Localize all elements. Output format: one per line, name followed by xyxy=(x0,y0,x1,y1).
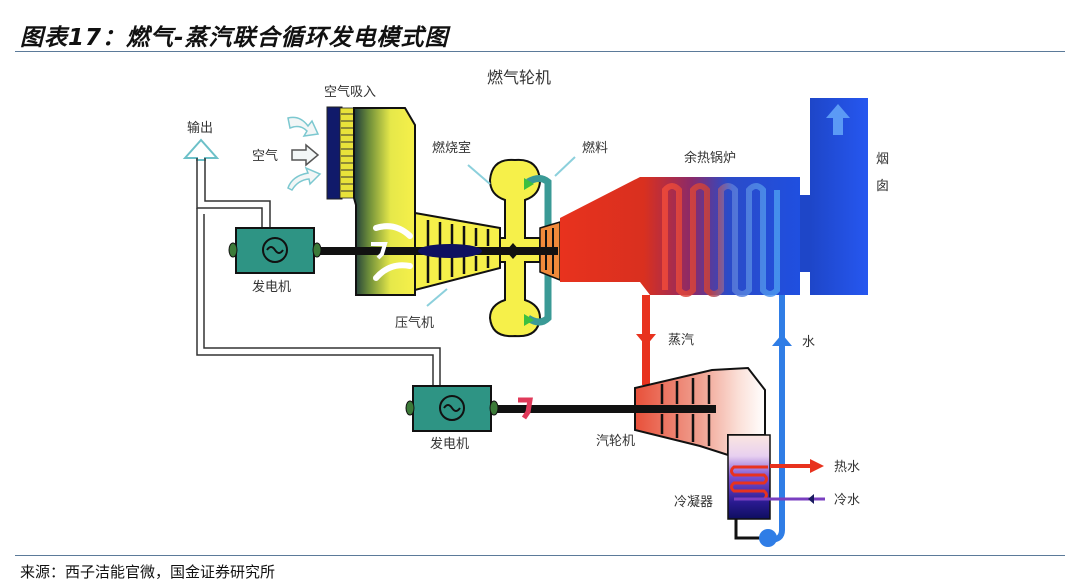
feed-pump xyxy=(759,529,777,547)
air-arrow-icon xyxy=(287,116,320,137)
exhaust-up-arrow-icon xyxy=(826,104,850,135)
rotation-arrow-icon xyxy=(518,397,533,420)
water-label: 水 xyxy=(802,335,815,350)
ac-symbol-icon xyxy=(262,237,288,263)
airflow-arrows xyxy=(373,223,413,281)
figure-source: 来源：西子洁能官微，国金证券研究所 xyxy=(20,563,276,581)
steam-turbine-blades xyxy=(660,375,711,446)
steam-turbine-shaft xyxy=(494,405,716,413)
cold-water-label: 冷水 xyxy=(834,493,860,508)
gas-turbine-heading: 燃气轮机 xyxy=(487,68,551,87)
compressor-label: 压气机 xyxy=(395,315,434,331)
output-label: 输出 xyxy=(187,120,213,136)
compressor-blades xyxy=(426,220,490,283)
waste-heat-boiler-label: 余热锅炉 xyxy=(684,150,736,166)
condenser-coil xyxy=(730,465,768,501)
power-output-wiring xyxy=(182,138,441,386)
title-divider xyxy=(15,51,1065,52)
fuel-pointer-icon xyxy=(554,156,576,177)
combustor-pointer-icon xyxy=(467,164,491,185)
steam-label: 蒸汽 xyxy=(668,333,694,348)
rotation-arrow-icon xyxy=(371,242,388,260)
air-arrow-icon xyxy=(287,166,322,191)
ac-symbol-icon xyxy=(439,395,465,421)
generator-top xyxy=(235,227,315,274)
chimney-label-1: 烟 xyxy=(876,152,889,167)
source-divider xyxy=(15,555,1065,556)
chimney-label-2: 囱 xyxy=(876,179,889,194)
output-arrow-icon xyxy=(182,138,220,161)
condenser xyxy=(727,434,771,520)
generator-top-label: 发电机 xyxy=(252,279,291,295)
compressor-hub xyxy=(418,244,482,258)
shaft-coupling xyxy=(506,243,520,259)
air-intake-label: 空气吸入 xyxy=(324,84,376,100)
air-arrow-icon xyxy=(291,143,320,167)
compressor-pointer-icon xyxy=(426,288,448,307)
air-inflow-arrows xyxy=(287,116,322,191)
hot-water-arrow-icon xyxy=(810,459,824,473)
steam-flow-arrow-icon xyxy=(636,334,656,346)
fuel-inlet-arrow-icon xyxy=(524,178,534,190)
combustion-chamber-label: 燃烧室 xyxy=(432,140,471,156)
steam-turbine-label: 汽轮机 xyxy=(596,434,635,449)
condensate-pipe xyxy=(734,519,762,540)
hot-water-label: 热水 xyxy=(834,460,860,475)
boiler-coils xyxy=(662,183,780,297)
generator-bottom-label: 发电机 xyxy=(430,436,469,452)
figure-title: 图表17：燃气-蒸汽联合循环发电模式图 xyxy=(20,25,449,51)
boiler-chimney-connector xyxy=(800,195,812,272)
water-pipe xyxy=(769,295,785,543)
fuel-label: 燃料 xyxy=(582,140,608,156)
air-label: 空气 xyxy=(252,148,278,164)
fuel-inlet-arrow-icon xyxy=(524,314,534,326)
cold-water-arrow-icon xyxy=(808,494,814,504)
condenser-label: 冷凝器 xyxy=(674,494,713,510)
water-flow-arrow-icon xyxy=(772,334,792,346)
